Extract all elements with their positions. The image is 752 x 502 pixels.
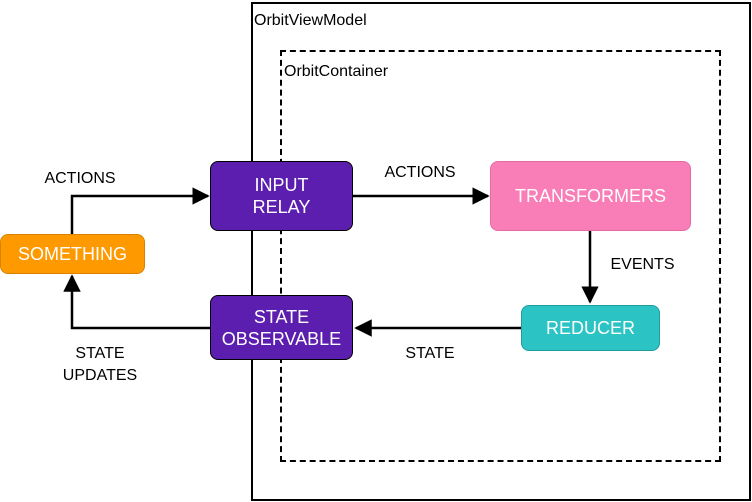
reducer-node-label: REDUCER [545,318,635,338]
input-relay-node-label: INPUT RELAY [252,175,311,217]
orbit-container-label: OrbitContainer [284,63,389,80]
orbit-viewmodel-label: OrbitViewModel [254,12,367,29]
something-node: SOMETHING [0,234,145,274]
edge-label-something-to-relay: ACTIONS [44,170,116,187]
edge-label-reducer-to-observable: STATE [405,345,455,362]
transformers-node-label: TRANSFORMERS [514,186,666,206]
state-observable-node: STATE OBSERVABLE [210,295,353,360]
edge-label-transformers-to-reducer: EVENTS [610,256,675,273]
orbit-container-frame [280,50,721,462]
state-observable-node-label: STATE OBSERVABLE [221,306,342,349]
reducer-node: REDUCER [521,305,660,351]
edge-label-relay-to-transformers: ACTIONS [384,164,456,181]
input-relay-node: INPUT RELAY [210,161,353,231]
edge-observable-to-something [63,274,210,330]
something-node-label: SOMETHING [17,244,127,264]
orbit-viewmodel-frame [251,2,751,501]
edge-something-to-relay [70,187,210,234]
transformers-node: TRANSFORMERS [490,161,691,231]
edge-label-observable-to-something: STATE UPDATES [62,345,138,384]
